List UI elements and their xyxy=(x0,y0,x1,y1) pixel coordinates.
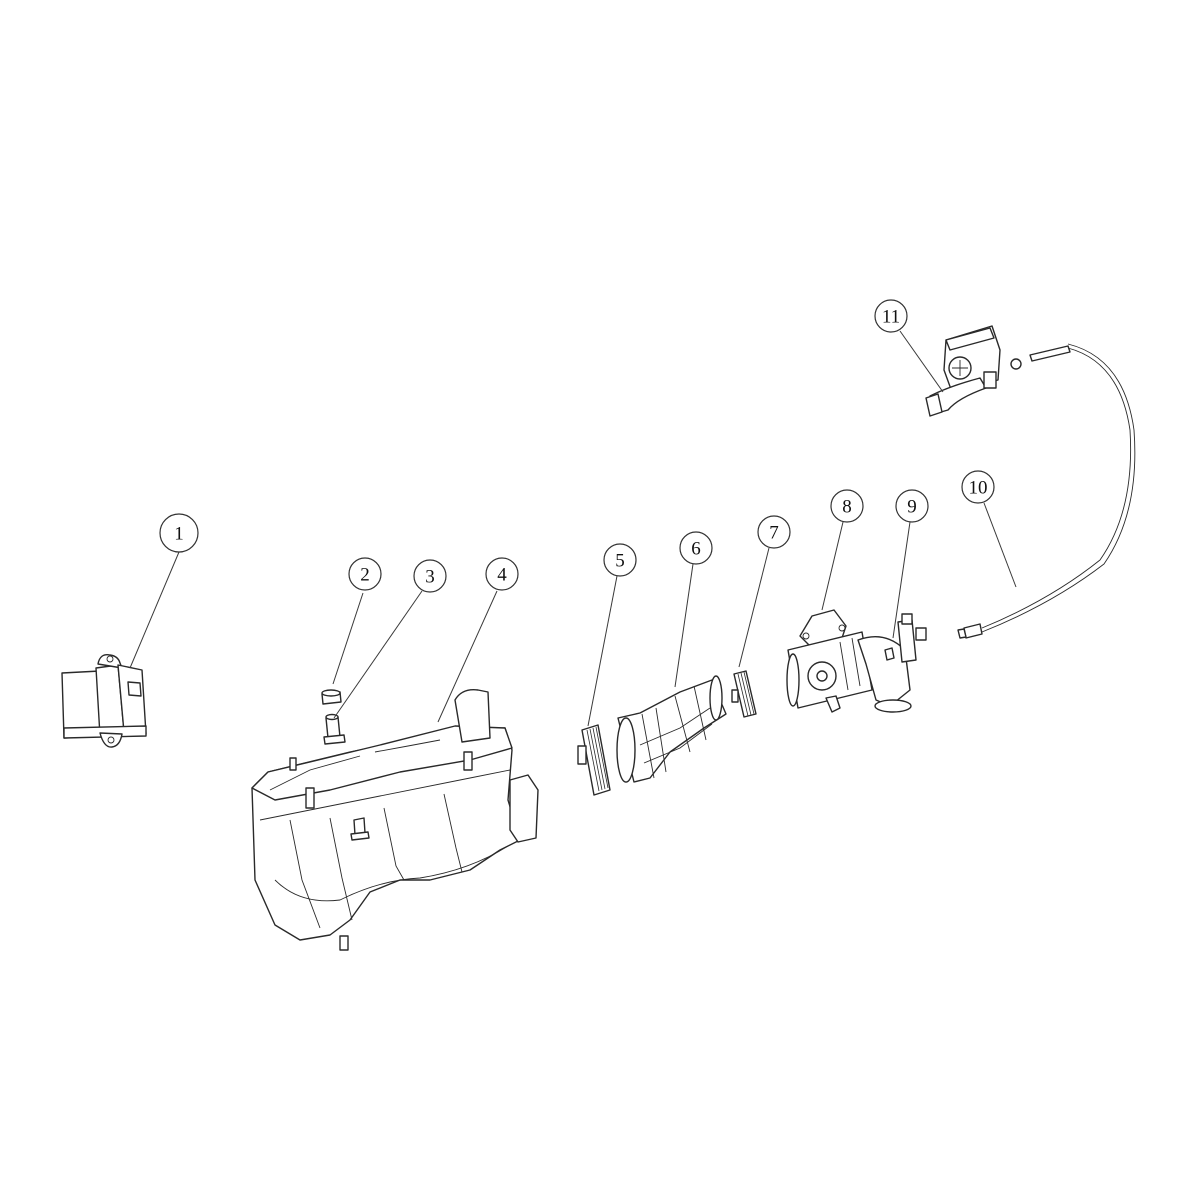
callout-label-11: 11 xyxy=(882,307,900,328)
callout-10: 10 xyxy=(961,470,1017,588)
callout-label-10: 10 xyxy=(969,478,988,499)
callout-3: 3 xyxy=(333,559,447,719)
part-3-bolt xyxy=(323,713,346,745)
callout-label-2: 2 xyxy=(360,565,370,586)
leader-line-11 xyxy=(899,330,944,393)
leader-line-7 xyxy=(738,547,770,668)
leader-line-6 xyxy=(674,563,694,688)
callout-label-6: 6 xyxy=(691,539,701,560)
leader-line-1 xyxy=(129,551,180,669)
leader-line-8 xyxy=(821,521,844,611)
part-11-throttle-housing xyxy=(925,325,1001,417)
callout-8: 8 xyxy=(821,489,864,611)
callout-label-9: 9 xyxy=(907,497,917,518)
callouts: 1 2 3 4 5 6 7 xyxy=(129,299,1017,727)
callout-5: 5 xyxy=(587,543,637,727)
callout-label-1: 1 xyxy=(174,524,184,545)
part-6-intake-hose xyxy=(616,675,727,783)
callout-label-8: 8 xyxy=(842,497,852,518)
leader-line-9 xyxy=(892,521,911,639)
callout-label-4: 4 xyxy=(497,565,507,586)
part-4-air-filter-box xyxy=(251,689,539,951)
callout-11: 11 xyxy=(874,299,944,393)
part-10-throttle-cable xyxy=(957,343,1136,639)
callout-label-7: 7 xyxy=(769,523,779,544)
callout-6: 6 xyxy=(674,531,713,688)
leader-line-3 xyxy=(333,590,423,719)
callout-label-3: 3 xyxy=(425,567,435,588)
leader-line-4 xyxy=(437,590,498,723)
part-8-throttle-body xyxy=(786,609,873,713)
callout-9: 9 xyxy=(892,489,929,639)
leader-line-2 xyxy=(332,592,364,685)
part-9-intake-manifold-injector xyxy=(857,613,927,713)
callout-4: 4 xyxy=(437,557,519,723)
part-7-hose-clamp xyxy=(731,670,757,718)
part-5-hose-clamp xyxy=(577,724,611,796)
part-1-control-module xyxy=(61,654,147,748)
part-2-nut xyxy=(321,689,342,705)
leader-line-5 xyxy=(587,575,618,727)
callout-label-5: 5 xyxy=(615,551,625,572)
callout-2: 2 xyxy=(332,557,382,685)
callout-7: 7 xyxy=(738,515,791,668)
leader-line-10 xyxy=(983,502,1017,588)
callout-1: 1 xyxy=(129,513,199,669)
